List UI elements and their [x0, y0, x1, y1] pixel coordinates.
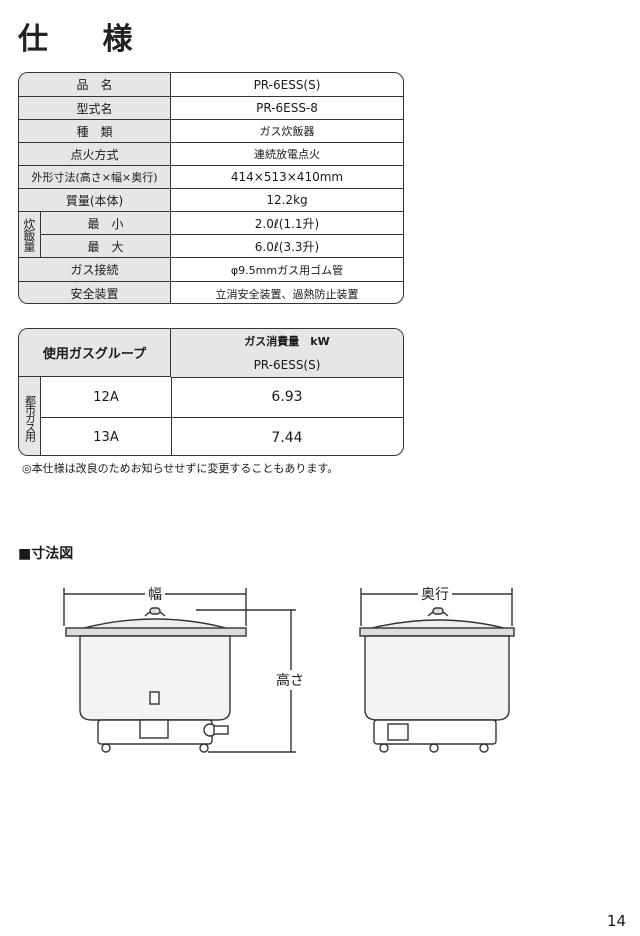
spec-value: 連続放電点火: [254, 148, 320, 161]
table-row: 最 小 2.0ℓ(1.1升): [41, 211, 403, 234]
height-label: 高さ: [273, 670, 307, 690]
table-row: 12A 6.93: [41, 377, 403, 417]
dimension-diagram: [63, 588, 515, 753]
spec-value: 414×513×410mm: [230, 170, 344, 184]
dimension-section-title: ■寸法図: [18, 546, 74, 562]
gas-model-header: PR-6ESS(S): [171, 353, 403, 378]
gas-consumption-header: ガス消費量 kW: [171, 329, 403, 354]
spec-label: 型式名: [19, 97, 171, 119]
page-number: 14: [606, 912, 626, 930]
spec-value: PR-6ESS-8: [256, 101, 318, 115]
table-row: 最 大 6.0ℓ(3.3升): [41, 234, 403, 257]
spec-label: ガス接続: [19, 258, 171, 281]
spec-label: 最 大: [41, 235, 171, 257]
front-view-drawing: [63, 588, 296, 753]
side-view-drawing: [359, 588, 515, 753]
table-row: ガス接続 φ9.5mmガス用ゴム管: [19, 257, 403, 281]
table-row: 安全装置 立消安全装置、過熱防止装置: [19, 281, 403, 303]
spec-value: 12.2kg: [266, 193, 308, 207]
gas-table: 使用ガスグループ ガス消費量 kW PR-6ESS(S) 都市ガス用 12A 6…: [18, 328, 404, 456]
spec-value: 立消安全装置、過熱防止装置: [215, 287, 359, 301]
spec-label: 点火方式: [19, 143, 171, 165]
city-gas-label: 都市ガス用: [19, 377, 41, 455]
table-row: 点火方式 連続放電点火: [19, 142, 403, 165]
gas-value: 7.44: [271, 429, 303, 446]
spec-value: 2.0ℓ(1.1升): [254, 216, 320, 231]
table-row: 質量(本体) 12.2kg: [19, 188, 403, 211]
gas-value: 6.93: [271, 389, 303, 405]
capacity-group-label: 炊飯量: [19, 211, 41, 257]
table-row: 品 名 PR-6ESS(S): [19, 73, 403, 96]
spec-value: ガス炊飯器: [259, 125, 315, 138]
table-row: 種 類 ガス炊飯器: [19, 119, 403, 142]
spec-label: 種 類: [19, 120, 171, 142]
spec-value: PR-6ESS(S): [253, 77, 321, 92]
table-row: 13A 7.44: [41, 417, 403, 455]
spec-label: 安全装置: [19, 282, 171, 303]
spec-value: 6.0ℓ(3.3升): [254, 239, 320, 254]
gas-group-header: 使用ガスグループ: [19, 329, 171, 377]
spec-label: 最 小: [41, 212, 171, 234]
spec-table: 品 名 PR-6ESS(S) 型式名 PR-6ESS-8 種 類 ガス炊飯器 点…: [18, 72, 404, 304]
page-title: 仕 様: [18, 22, 155, 57]
spec-label: 外形寸法(高さ×幅×奥行): [19, 166, 171, 188]
gas-type: 13A: [41, 418, 172, 455]
table-row: 外形寸法(高さ×幅×奥行) 414×513×410mm: [19, 165, 403, 188]
width-label: 幅: [145, 584, 165, 604]
table-row: 型式名 PR-6ESS-8: [19, 96, 403, 119]
spec-label: 品 名: [19, 73, 171, 96]
spec-note: ◎本仕様は改良のためお知らせせずに変更することもあります。: [22, 462, 339, 475]
spec-label: 質量(本体): [19, 189, 171, 211]
gas-type: 12A: [41, 377, 172, 417]
spec-value: φ9.5mmガス用ゴム管: [230, 263, 344, 277]
depth-label: 奥行: [418, 584, 452, 604]
